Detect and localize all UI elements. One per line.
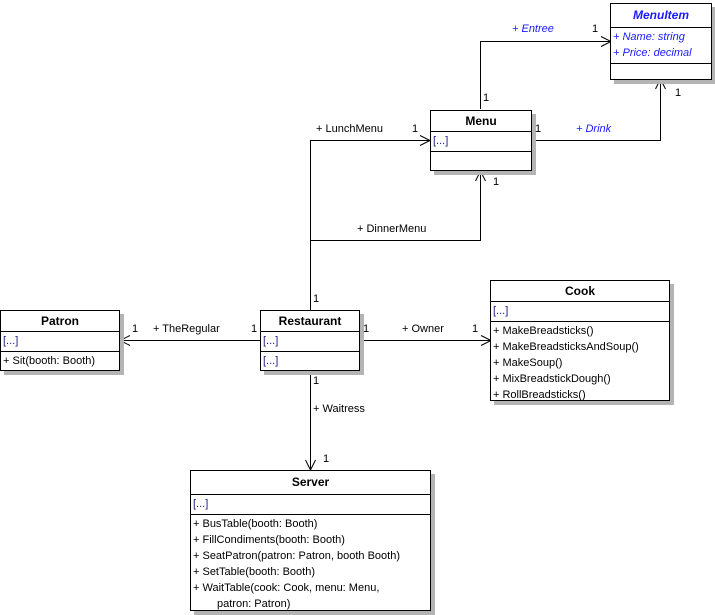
attribute: + Name: string xyxy=(613,31,685,43)
operation: + BusTable(booth: Booth) xyxy=(193,518,318,530)
attributes-section: [...] xyxy=(261,332,359,352)
association-entree-line xyxy=(480,41,610,109)
class-name: Cook xyxy=(491,281,669,302)
class-restaurant[interactable]: Restaurant [...] [...] xyxy=(260,310,360,371)
class-menu[interactable]: Menu [...] xyxy=(430,110,532,171)
theregular-target-multiplicity: 1 xyxy=(132,323,139,335)
operation: + SeatPatron(patron: Patron, booth Booth… xyxy=(193,550,400,562)
entree-source-multiplicity: 1 xyxy=(483,92,490,104)
operations-section xyxy=(431,152,531,168)
entree-role-label: + Entree xyxy=(512,23,554,35)
operations-section: + BusTable(booth: Booth) + FillCondiment… xyxy=(191,515,430,613)
association-lunchmenu-line xyxy=(310,140,429,311)
operation: [...] xyxy=(263,355,279,367)
drink-source-multiplicity: 1 xyxy=(535,123,542,135)
restaurant-top-multiplicity: 1 xyxy=(313,293,320,305)
class-server[interactable]: Server [...] + BusTable(booth: Booth) + … xyxy=(190,470,431,611)
operation: + MixBreadstickDough() xyxy=(493,373,611,385)
association-dinnermenu-line xyxy=(310,172,481,241)
lunchmenu-role-label: + LunchMenu xyxy=(316,123,383,135)
waitress-target-multiplicity: 1 xyxy=(323,453,330,465)
class-name: MenuItem xyxy=(611,4,711,28)
attributes-section: + Name: string + Price: decimal xyxy=(611,28,711,64)
dinnermenu-role-label: + DinnerMenu xyxy=(357,223,427,235)
operations-section xyxy=(611,64,711,80)
attributes-section: [...] xyxy=(431,132,531,152)
operation: + WaitTable(cook: Cook, menu: Menu, xyxy=(193,582,380,594)
operation: + SetTable(booth: Booth) xyxy=(193,566,315,578)
attribute: [...] xyxy=(433,135,449,147)
drink-role-label: + Drink xyxy=(576,123,612,135)
attribute: [...] xyxy=(3,335,19,347)
association-drink-line xyxy=(532,80,661,141)
class-name: Restaurant xyxy=(261,311,359,332)
lunchmenu-target-multiplicity: 1 xyxy=(412,123,419,135)
class-cook[interactable]: Cook [...] + MakeBreadsticks() + MakeBre… xyxy=(490,280,670,401)
attributes-section: [...] xyxy=(491,302,669,322)
operations-section: [...] xyxy=(261,352,359,370)
owner-source-multiplicity: 1 xyxy=(363,323,370,335)
theregular-role-label: + TheRegular xyxy=(153,323,220,335)
waitress-source-multiplicity: 1 xyxy=(313,375,320,387)
dinnermenu-target-multiplicity: 1 xyxy=(493,176,500,188)
attributes-section: [...] xyxy=(191,495,430,515)
owner-target-multiplicity: 1 xyxy=(472,323,479,335)
association-theregular-arrowhead xyxy=(118,335,131,346)
operation: + MakeBreadsticks() xyxy=(493,325,594,337)
class-name: Patron xyxy=(1,311,119,332)
operation: + MakeBreadsticksAndSoup() xyxy=(493,341,639,353)
drink-target-multiplicity: 1 xyxy=(675,87,682,99)
theregular-source-multiplicity: 1 xyxy=(251,323,258,335)
operations-section: + Sit(booth: Booth) xyxy=(1,352,119,370)
operation: + MakeSoup() xyxy=(493,357,563,369)
class-name: Server xyxy=(191,471,430,495)
waitress-role-label: + Waitress xyxy=(313,403,365,415)
operation: + RollBreadsticks() xyxy=(493,389,586,401)
class-patron[interactable]: Patron [...] + Sit(booth: Booth) xyxy=(0,310,120,371)
attribute: [...] xyxy=(193,498,209,510)
attributes-section: [...] xyxy=(1,332,119,352)
operation: + Sit(booth: Booth) xyxy=(3,355,96,367)
operations-section: + MakeBreadsticks() + MakeBreadsticksAnd… xyxy=(491,322,669,404)
class-name: Menu xyxy=(431,111,531,132)
attribute: + Price: decimal xyxy=(613,47,692,59)
association-dinnermenu-arrowhead xyxy=(475,169,486,182)
attribute: [...] xyxy=(263,335,279,347)
entree-target-multiplicity: 1 xyxy=(592,23,599,35)
class-menuitem[interactable]: MenuItem + Name: string + Price: decimal xyxy=(610,3,712,80)
owner-role-label: + Owner xyxy=(402,323,444,335)
operation-continuation: patron: Patron) xyxy=(217,598,291,610)
attribute: [...] xyxy=(493,305,509,317)
operation: + FillCondiments(booth: Booth) xyxy=(193,534,345,546)
